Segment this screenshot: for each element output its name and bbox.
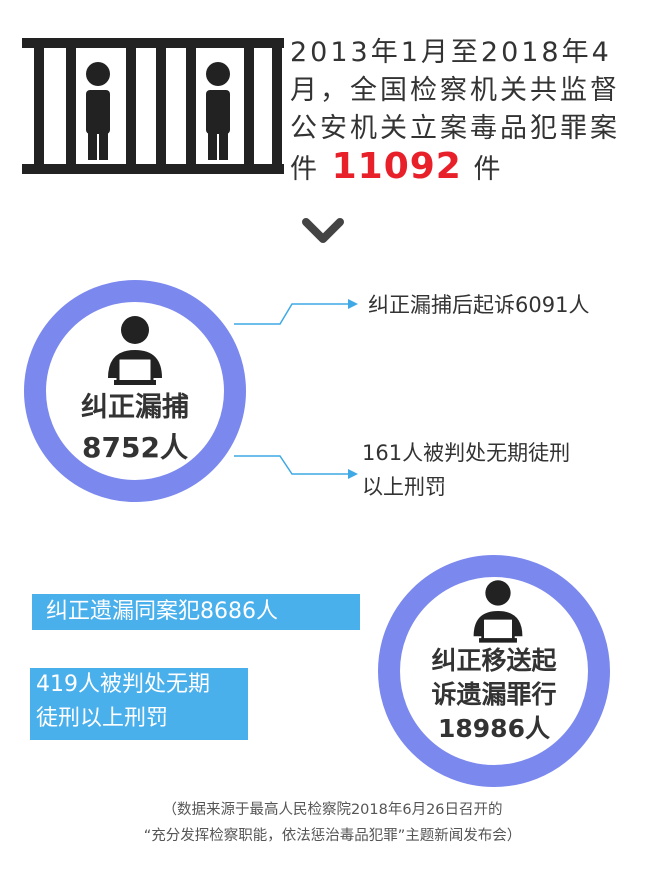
circle-right-line2: 诉遗漏罪行 [431,680,557,709]
headline: 2013年1月至2018年4月，全国检察机关共监督公安机关立案毒品犯罪案件 11… [290,37,620,187]
chevron-down-icon [302,218,344,243]
prisoner-icon [86,62,110,160]
blue-box-sentenced: 419人被判处无期 徒刑以上刑罚 [30,668,248,740]
circle-right-line1: 纠正移送起 [431,646,557,675]
footer-source-line1: （数据来源于最高人民检察院2018年6月26日召开的 [162,802,503,818]
callout-sentenced-line1: 161人被判处无期徒刑 [362,441,571,465]
blue-box-sentenced-line2: 徒刑以上刑罚 [36,706,169,731]
blue-box-accomplices: 纠正遗漏同案犯8686人 [32,594,360,630]
circle-right-value: 18986人 [438,714,550,743]
prisoner-icon [206,62,230,160]
connector-lines [234,299,358,479]
circle-left-value: 8752人 [82,431,188,464]
callout-prosecuted: 纠正漏捕后起诉6091人 [368,293,590,317]
circle-left-title: 纠正漏捕 [81,392,189,423]
person-laptop-icon [108,316,162,385]
blue-box-sentenced-line1: 419人被判处无期 [36,672,210,697]
prison-bars-icon [22,38,284,174]
person-laptop-icon [473,580,523,643]
arrow-right-icon [348,469,358,479]
callout-sentenced-line2: 以上刑罚 [362,475,446,499]
footer-source-line2: “充分发挥检察职能，依法惩治毒品犯罪”主题新闻发布会） [143,828,522,844]
highlight-number: 11092 [331,146,462,187]
arrow-right-icon [348,299,358,309]
